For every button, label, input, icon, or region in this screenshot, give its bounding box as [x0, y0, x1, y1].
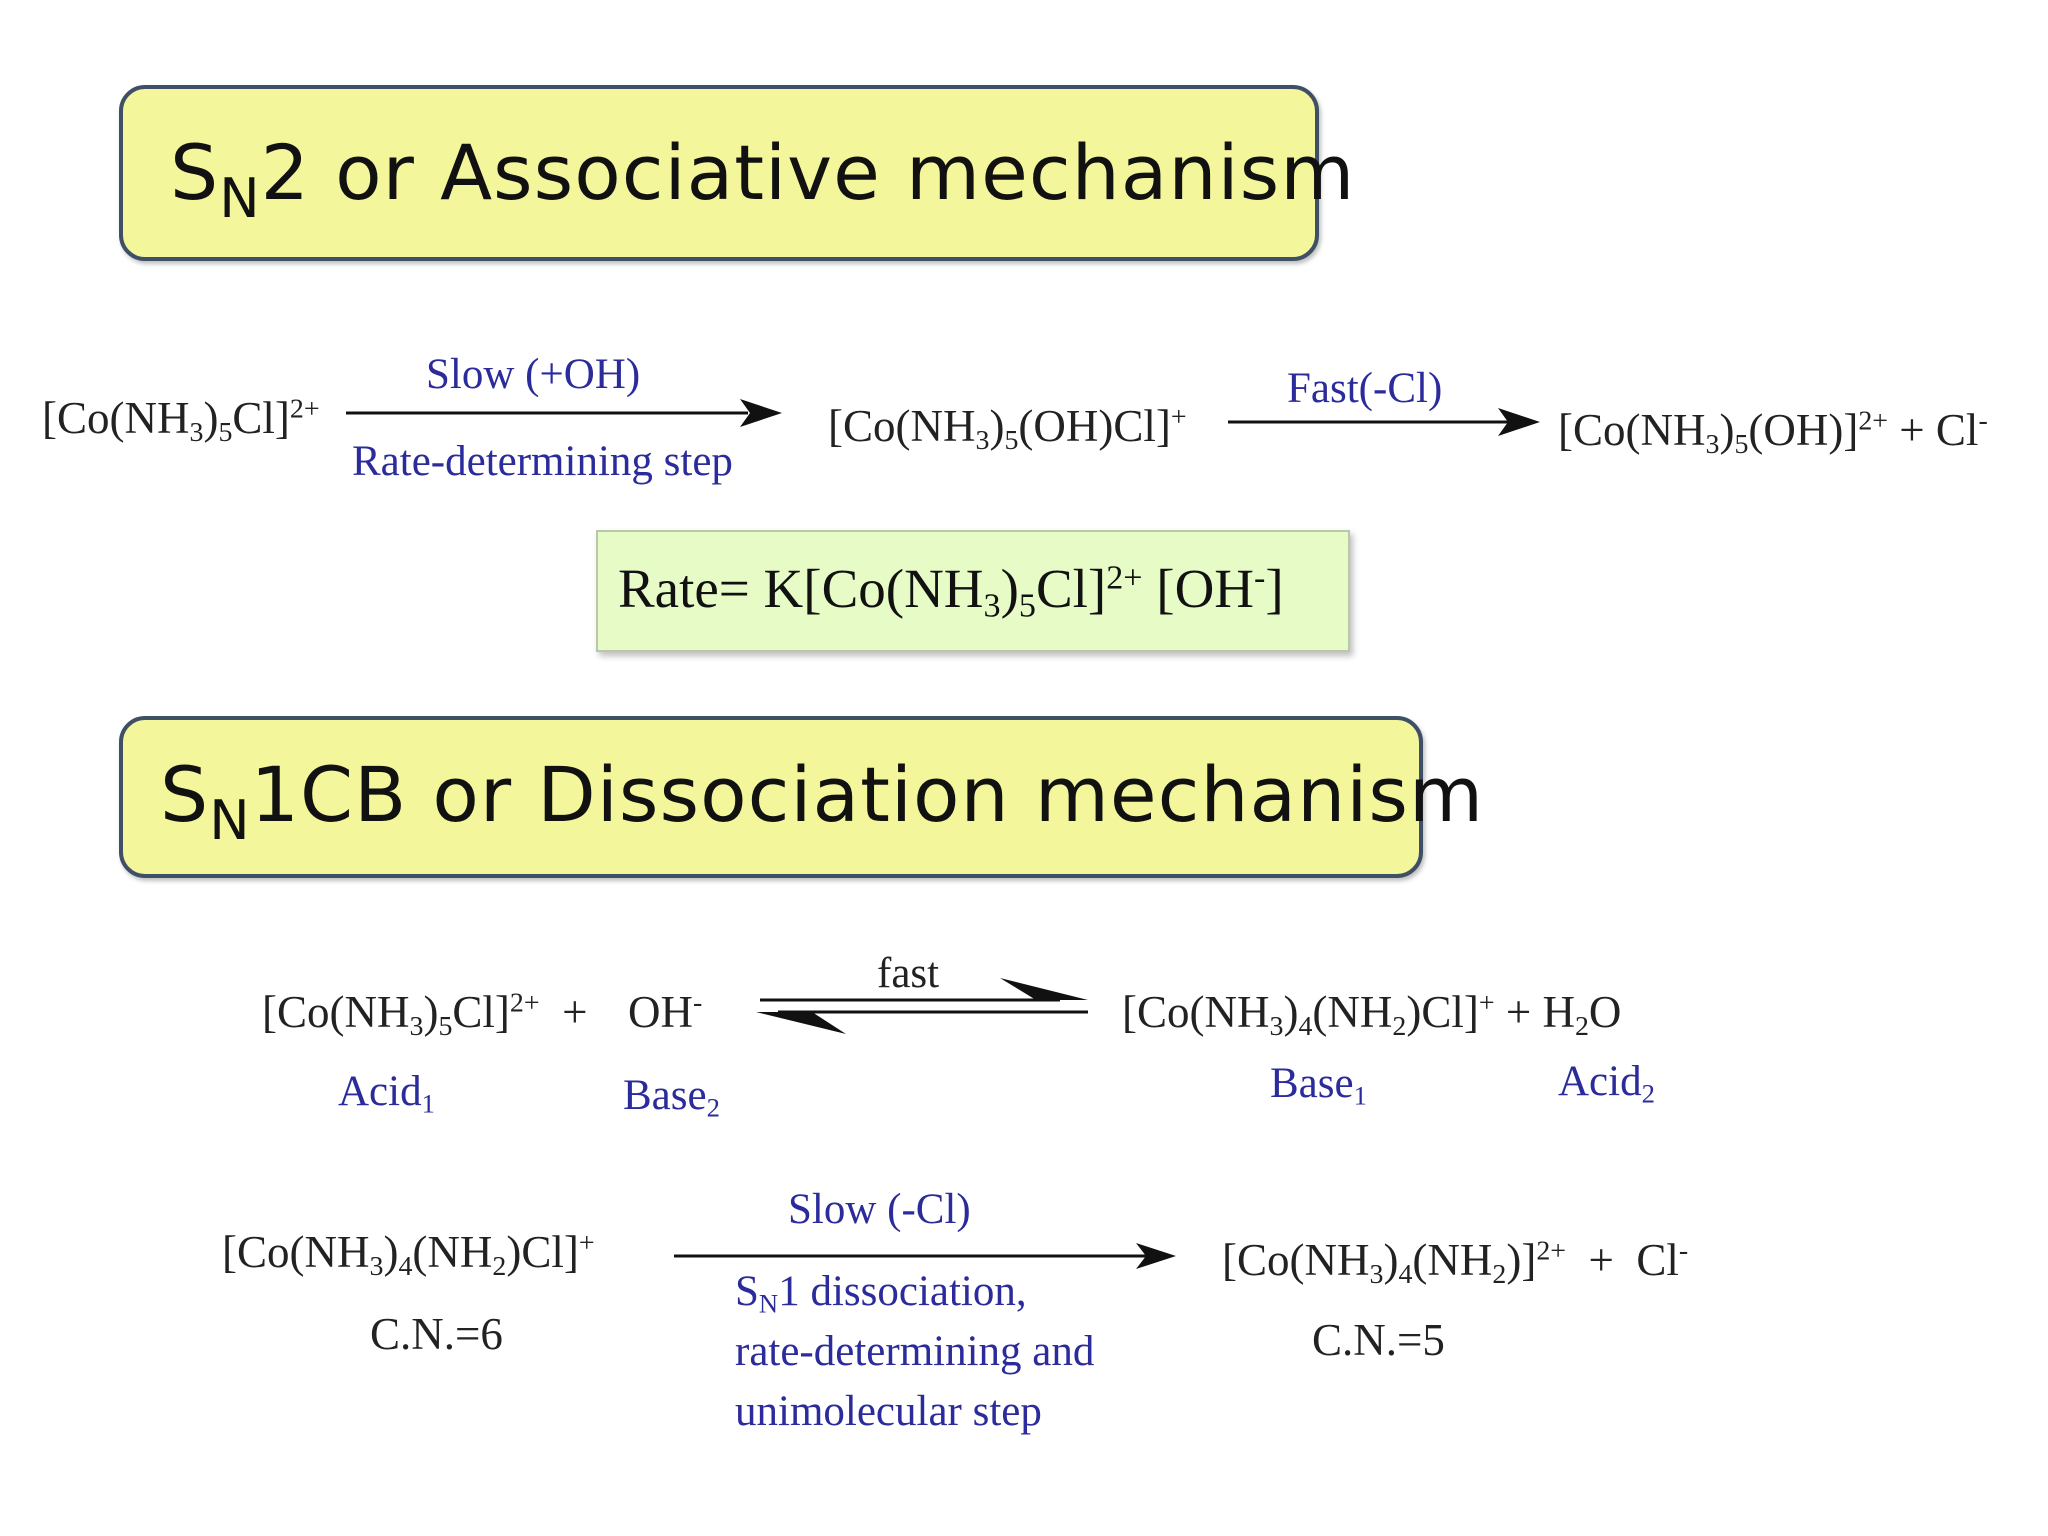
equilibrium-arrow: [756, 978, 1088, 1034]
sn2-intermediate: [Co(NH3)5(OH)Cl]+: [828, 401, 1187, 456]
sn1cb-eq2-arrow-label-bottom: SN1 dissociation, rate-determining and u…: [735, 1268, 1095, 1435]
sn2-arrow1-label-bottom: Rate-determining step: [352, 438, 733, 485]
sn2-arrow-2: [1228, 408, 1540, 436]
sn1cb-eq1-product: [Co(NH3)4(NH2)Cl]+ + H2O: [1122, 987, 1622, 1042]
sn1cb-eq2-arrow-label-top: Slow (-Cl): [788, 1186, 971, 1233]
label-base-2: Base2: [623, 1072, 720, 1123]
sn2-product: [Co(NH3)5(OH)]2+ + Cl-: [1558, 405, 1988, 460]
sn1cb-eq1-reactant: [Co(NH3)5Cl]2+ + OH-: [262, 987, 703, 1042]
label-acid-1: Acid1: [338, 1068, 435, 1119]
rate-law: Rate= K[Co(NH3)5Cl]2+ [OH-]: [618, 558, 1284, 625]
rate-law-box: [596, 530, 1350, 652]
sn1cb-title: SN1CB or Dissociation mechanism: [160, 750, 1485, 852]
label-base-1: Base1: [1270, 1060, 1367, 1111]
label-acid-2: Acid2: [1558, 1058, 1655, 1109]
sn1cb-eq2-product: [Co(NH3)4(NH2)]2+ + Cl-: [1222, 1235, 1689, 1290]
sn2-arrow-1: [346, 399, 782, 427]
sn2-reactant: [Co(NH3)5Cl]2+: [42, 393, 320, 448]
equilibrium-label: fast: [877, 950, 940, 997]
sn2-arrow1-label-top: Slow (+OH): [426, 351, 641, 398]
sn2-title: SN2 or Associative mechanism: [170, 128, 1356, 230]
sn1cb-eq2-reactant: [Co(NH3)4(NH2)Cl]+: [222, 1227, 595, 1282]
sn2-arrow2-label-top: Fast(-Cl): [1287, 365, 1443, 412]
reactant-coordination-number: C.N.=6: [370, 1309, 503, 1359]
sn1cb-title-box: [119, 716, 1423, 878]
sn2-title-box: [119, 85, 1319, 261]
product-coordination-number: C.N.=5: [1312, 1315, 1445, 1365]
sn1cb-arrow: [674, 1243, 1176, 1269]
